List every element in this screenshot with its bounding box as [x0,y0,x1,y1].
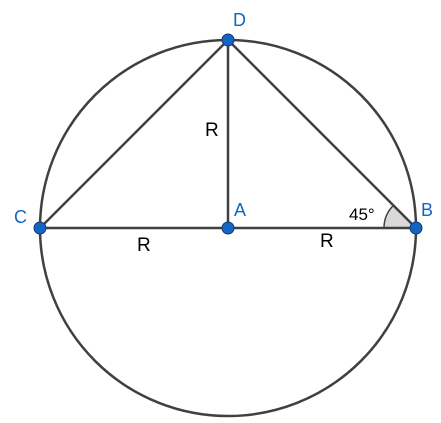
point-label-b: B [421,200,433,220]
point-c [33,221,47,235]
label-ab-r: R [320,231,334,252]
label-ad-r: R [205,120,219,141]
point-a [221,221,235,235]
point-label-c: C [14,207,27,227]
angle-label-b: 45° [349,205,375,224]
point-label-a: A [234,200,246,220]
segment-db [227,39,417,229]
segment-cd [39,39,229,229]
point-d [221,33,235,47]
point-b [409,221,423,235]
label-ca-r: R [137,235,151,256]
point-label-d: D [233,10,246,30]
